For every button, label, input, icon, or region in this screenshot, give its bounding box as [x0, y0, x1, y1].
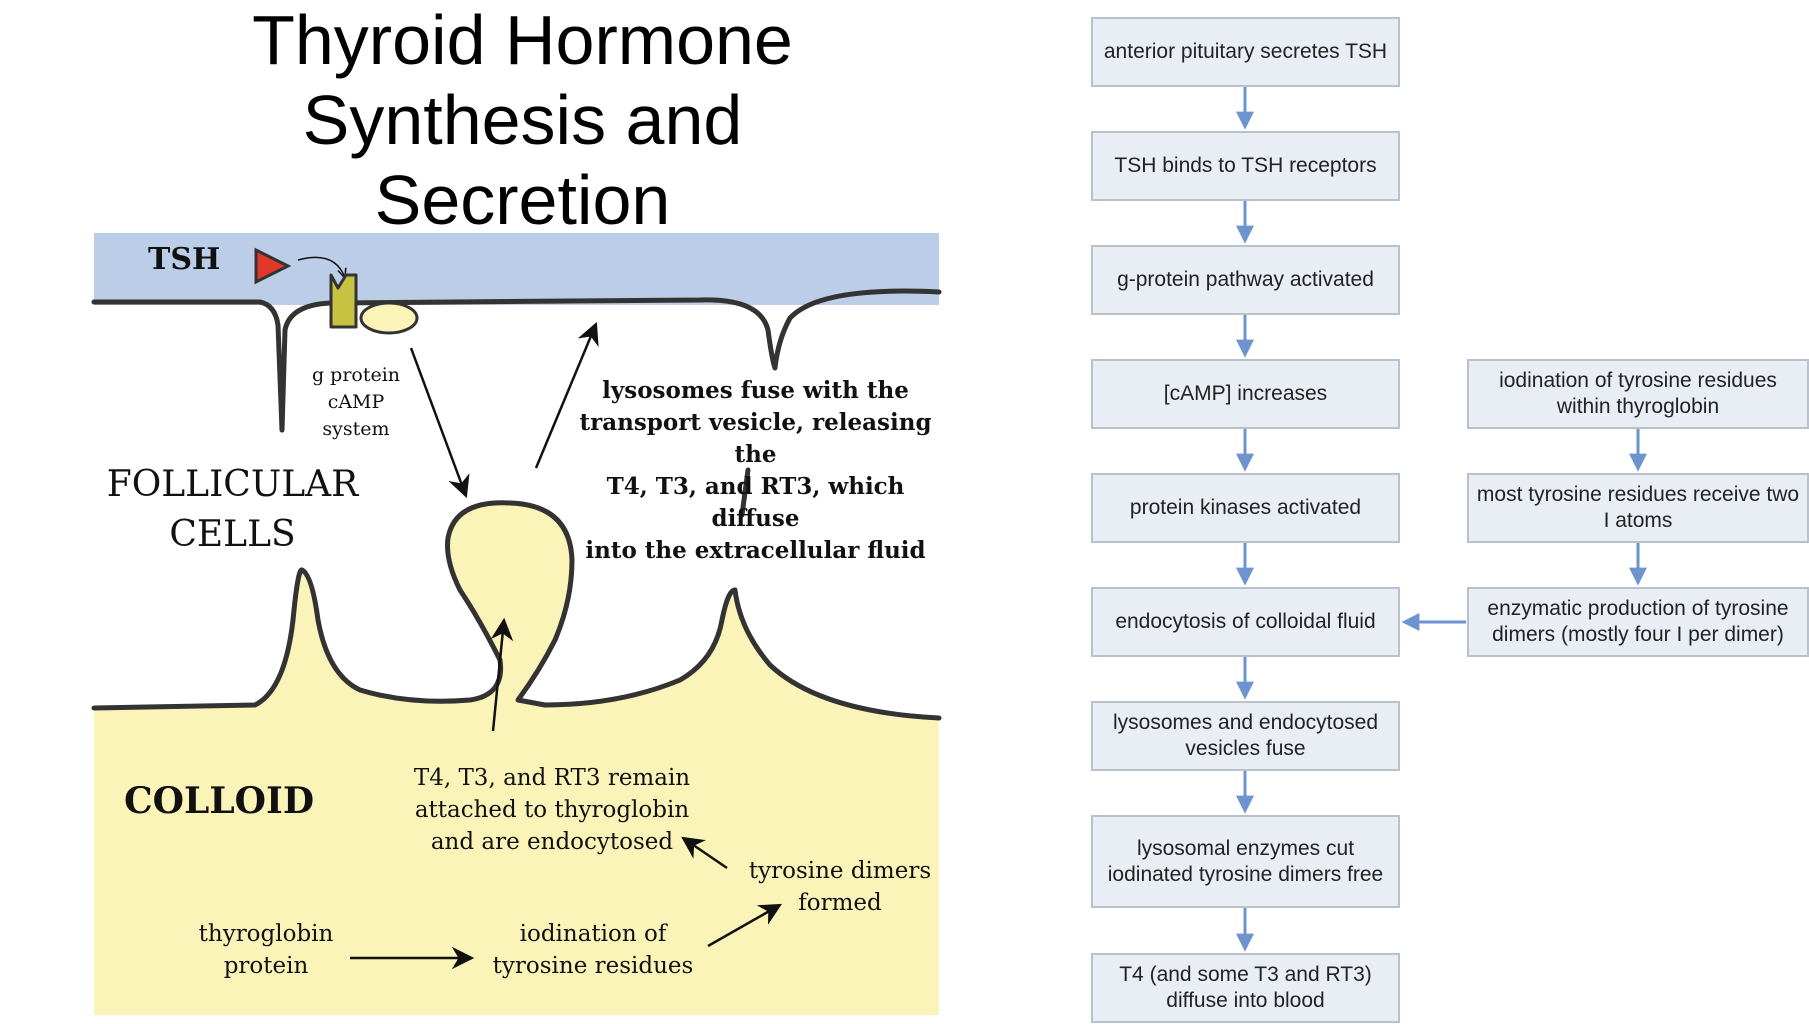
- thyroglobin-label: thyroglobin protein: [186, 918, 346, 982]
- tyrosine-dimers-label: tyrosine dimers formed: [740, 855, 940, 919]
- flow-step-camp: [cAMP] increases: [1091, 359, 1400, 429]
- g-protein-icon: [359, 301, 419, 335]
- flow-step-protein-kinases: protein kinases activated: [1091, 473, 1400, 543]
- iodination-label-line: tyrosine residues: [492, 953, 694, 979]
- flow-step-iodination: iodination of tyrosine residues within t…: [1467, 359, 1809, 429]
- flow-step-lysosome-fusion: lysosomes and endocytosed vesicles fuse: [1091, 701, 1400, 771]
- thyroglobin-label-line: thyroglobin: [198, 921, 334, 947]
- iodination-label-line: iodination of: [519, 921, 667, 947]
- colloid-outline: [91, 500, 942, 721]
- iodination-label: iodination of tyrosine residues: [483, 918, 703, 982]
- lysosome-fusion-label-line: transport vesicle, releasing the: [579, 409, 932, 468]
- flow-step-dimer-production: enzymatic production of tyrosine dimers …: [1467, 587, 1809, 657]
- flow-step-tsh-secretion: anterior pituitary secretes TSH: [1091, 17, 1400, 87]
- arrow-to-blood: [534, 321, 599, 469]
- follicle-diagram: [91, 233, 942, 1015]
- tyrosine-dimers-label-line: tyrosine dimers: [748, 858, 932, 884]
- flow-step-g-protein: g-protein pathway activated: [1091, 245, 1400, 315]
- title-line-1: Thyroid Hormone: [252, 1, 793, 79]
- endocytosed-label-line: and are endocytosed: [430, 829, 674, 855]
- tsh-receptor-icon: [329, 273, 358, 329]
- endocytosed-label-line: T4, T3, and RT3 remain: [413, 765, 691, 791]
- cell-membrane-lateral: [739, 467, 751, 518]
- thyroglobin-label-line: protein: [223, 953, 309, 979]
- blood-region: [94, 233, 939, 305]
- lysosome-fusion-label-line: lysosomes fuse with the: [602, 377, 909, 404]
- g-protein-label-line: g protein: [311, 364, 401, 386]
- g-protein-label-line: system: [322, 418, 390, 440]
- lysosome-fusion-label-line: T4, T3, and RT3, which diffuse: [606, 473, 905, 532]
- flow-step-tsh-binding: TSH binds to TSH receptors: [1091, 131, 1400, 201]
- arrow-to-dimers: [707, 903, 782, 948]
- flow-step-diffuse-blood: T4 (and some T3 and RT3) diffuse into bl…: [1091, 953, 1400, 1023]
- g-protein-label-line: cAMP: [327, 391, 385, 413]
- endocytosed-label-line: attached to thyroglobin: [414, 797, 690, 823]
- colloid-label: COLLOID: [124, 780, 315, 822]
- title-line-2: Synthesis and: [302, 81, 743, 159]
- endocytosed-label: T4, T3, and RT3 remain attached to thyro…: [393, 762, 711, 858]
- arrow-into-vesicle: [490, 617, 514, 732]
- tsh-hormone-icon: [254, 247, 292, 285]
- flow-step-two-iodine: most tyrosine residues receive two I ato…: [1467, 473, 1809, 543]
- colloid-region: [94, 502, 939, 1015]
- tsh-label: TSH: [148, 242, 221, 277]
- follicular-cells-label-line: CELLS: [169, 514, 296, 555]
- arrow-to-vesicle: [409, 347, 470, 499]
- follicular-cells-label-line: FOLLICULAR: [106, 464, 359, 505]
- g-protein-label: g protein cAMP system: [300, 362, 412, 443]
- follicular-cells-label: FOLLICULAR CELLS: [90, 460, 375, 560]
- title-line-3: Secretion: [374, 161, 671, 239]
- flow-step-enzymes-cut: lysosomal enzymes cut iodinated tyrosine…: [1091, 815, 1400, 908]
- tyrosine-dimers-label-line: formed: [798, 890, 882, 916]
- tsh-binding-arrow: [297, 256, 345, 278]
- lysosome-fusion-label: lysosomes fuse with the transport vesicl…: [568, 375, 943, 567]
- cell-membrane-top: [91, 288, 942, 433]
- page-title: Thyroid Hormone Synthesis and Secretion: [120, 0, 925, 240]
- flow-step-endocytosis: endocytosis of colloidal fluid: [1091, 587, 1400, 657]
- lysosome-fusion-label-line: into the extracellular fluid: [585, 537, 926, 564]
- arrow-to-endocytosed: [681, 836, 728, 870]
